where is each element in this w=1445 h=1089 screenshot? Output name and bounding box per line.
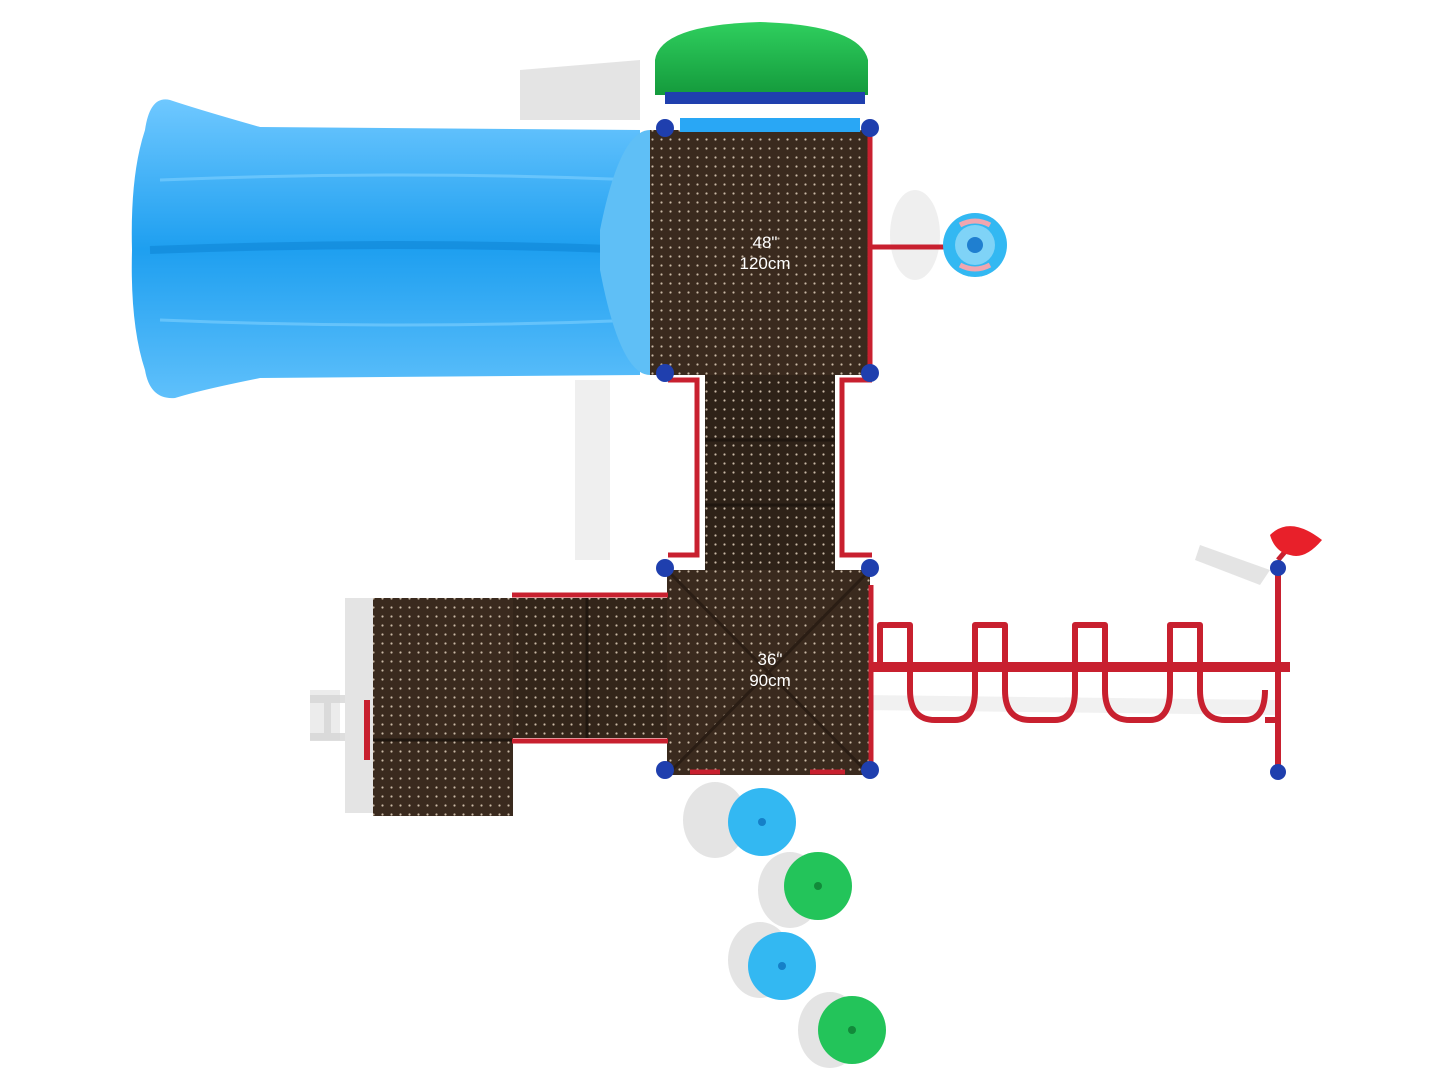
steering-wheel: [1270, 526, 1322, 562]
post-caps: [656, 119, 1286, 780]
canopy-roof: [655, 22, 868, 104]
stepping-pods: [728, 788, 886, 1064]
spinner-panel: [872, 213, 1007, 277]
upper-deck: [650, 118, 873, 375]
connector-ramp: [668, 375, 872, 570]
lower-deck: [665, 568, 874, 777]
side-deck: [310, 592, 668, 816]
overhead-ladder: [872, 575, 1290, 770]
slide: [131, 99, 650, 399]
